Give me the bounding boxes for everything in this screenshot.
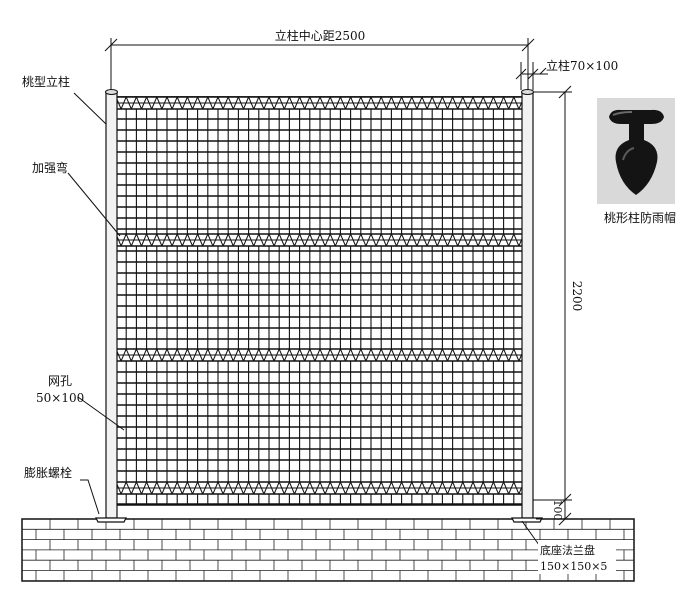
rain-cap-inset xyxy=(597,98,675,204)
post-size-tick-right xyxy=(527,68,539,80)
right-post-top xyxy=(521,89,534,95)
leader-reinforcing-bend xyxy=(67,172,121,237)
reinforcing-bend xyxy=(115,96,525,110)
post-spacing-label: 立柱中心距2500 xyxy=(275,28,366,43)
leader-expansion-bolt xyxy=(80,479,100,515)
leader-mesh-hole xyxy=(77,396,125,431)
spacing-tick-left xyxy=(104,38,118,52)
bend-zigzag xyxy=(115,96,525,110)
bend-zigzag xyxy=(115,233,525,247)
reinforcing-bend xyxy=(115,348,525,362)
height-tick-ground xyxy=(558,512,572,526)
rain-cap-shape xyxy=(609,109,664,195)
right-post xyxy=(521,91,534,519)
dimension-height xyxy=(533,85,572,526)
spacing-tick-right xyxy=(521,38,535,52)
brick-pattern xyxy=(22,519,634,582)
reinforcing-bend xyxy=(115,481,525,495)
height-tick-bottom xyxy=(558,493,572,507)
height-tick-top xyxy=(558,85,572,99)
mesh-panel xyxy=(115,96,525,506)
reinforcing-bend xyxy=(115,233,525,247)
base-flange-label-bg xyxy=(538,540,616,574)
callout-base-flange-size: 150×150×5 xyxy=(540,560,607,573)
dimension-post-size xyxy=(515,62,548,90)
post-size-leader xyxy=(539,67,547,75)
post-size-tick-left xyxy=(515,68,527,80)
bottom-gap-label: 100 xyxy=(551,500,564,521)
height-label: 2200 xyxy=(570,281,584,312)
rain-cap-icon xyxy=(609,109,664,195)
callout-peach-post: 桃型立柱 xyxy=(22,74,70,89)
leader-peach-post xyxy=(73,92,107,125)
callout-base-flange-title: 底座法兰盘 xyxy=(540,543,595,557)
inset-caption: 桃形柱防雨帽 xyxy=(604,210,676,225)
callout-expansion-bolt: 膨胀螺栓 xyxy=(24,465,72,480)
callout-mesh-hole-size: 50×100 xyxy=(36,391,84,405)
rain-cap-highlight xyxy=(612,111,633,116)
bend-zigzag xyxy=(115,348,525,362)
posts xyxy=(95,89,543,523)
callout-reinforcing-bend: 加强弯 xyxy=(32,160,68,175)
left-post-top xyxy=(105,89,118,95)
brick-foundation xyxy=(21,518,635,582)
post-size-label: 立柱70×100 xyxy=(546,58,618,73)
left-post xyxy=(105,91,118,519)
callout-mesh-hole-title: 网孔 xyxy=(48,374,72,388)
bend-zigzag xyxy=(115,481,525,495)
dimension-post-spacing xyxy=(104,38,535,90)
right-base-flange xyxy=(511,517,543,523)
mesh-vertical-wires xyxy=(115,97,525,505)
rain-cap-highlight-lower xyxy=(622,147,635,161)
reinforcing-bends xyxy=(115,96,525,495)
left-base-flange xyxy=(95,517,127,523)
